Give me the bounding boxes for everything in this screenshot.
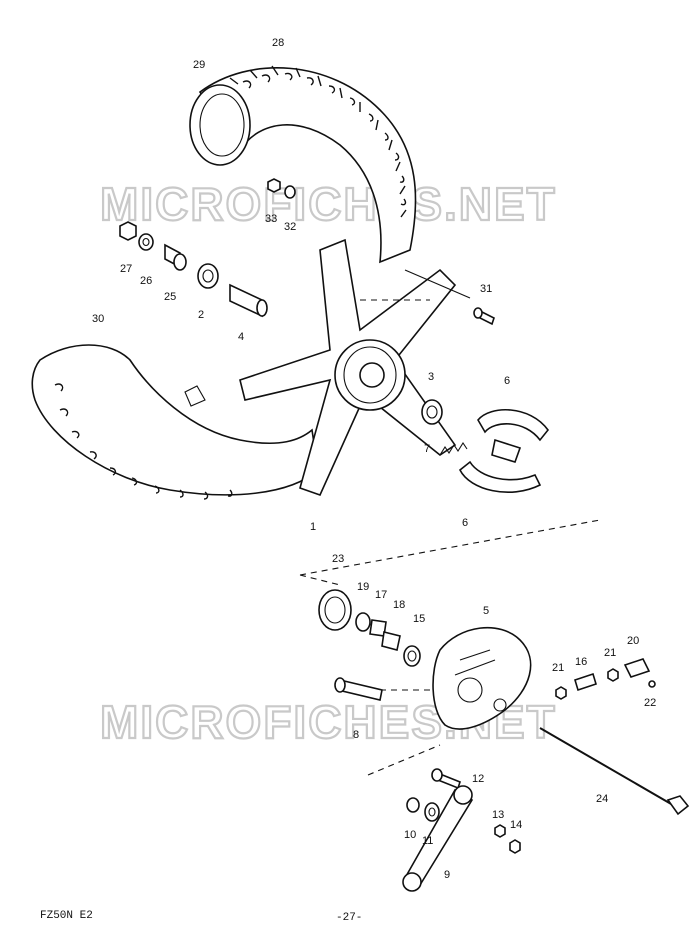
callout-3: 3 xyxy=(428,371,434,383)
callout-21a: 21 xyxy=(552,662,564,674)
inner-tube-29 xyxy=(189,84,251,166)
callout-12: 12 xyxy=(472,773,484,785)
callout-10: 10 xyxy=(404,829,416,841)
callout-29: 29 xyxy=(193,59,205,71)
oil-seal-23 xyxy=(318,589,352,631)
callout-30: 30 xyxy=(92,313,104,325)
tire-upper xyxy=(198,65,417,264)
part-18 xyxy=(381,631,401,651)
callout-11: 11 xyxy=(422,835,433,847)
callout-15: 15 xyxy=(413,613,425,625)
callout-2: 2 xyxy=(198,309,204,321)
callout-32: 32 xyxy=(284,221,296,233)
watermark-top: MICROFICHES.NET xyxy=(100,178,557,230)
callout-28: 28 xyxy=(272,37,284,49)
callout-5: 5 xyxy=(483,605,489,617)
callout-31: 31 xyxy=(480,283,492,295)
callout-18: 18 xyxy=(393,599,405,611)
callout-9: 9 xyxy=(444,869,450,881)
footer-page-number: -27- xyxy=(336,912,362,924)
nut-14 xyxy=(509,839,521,854)
brake-arm-9 xyxy=(402,785,474,892)
part-20 xyxy=(623,658,651,678)
callout-26: 26 xyxy=(140,275,152,287)
washer-11 xyxy=(424,802,440,822)
collar-25 xyxy=(164,243,187,271)
washer-32 xyxy=(284,185,296,199)
nut-21b xyxy=(607,668,619,682)
washer-15 xyxy=(403,645,421,667)
callout-labels: 28 29 33 32 27 26 25 2 4 31 30 3 6 7 6 1… xyxy=(92,37,656,881)
callout-7: 7 xyxy=(424,443,430,455)
callout-24: 24 xyxy=(596,793,608,805)
screw-22 xyxy=(648,680,656,688)
callout-6b: 6 xyxy=(462,517,468,529)
bearing-2 xyxy=(197,263,219,289)
bolt-31 xyxy=(473,307,495,326)
callout-23: 23 xyxy=(332,553,344,565)
nut-33 xyxy=(267,178,281,193)
ring-19 xyxy=(355,612,371,632)
spacer-4 xyxy=(229,283,268,318)
axle-24 xyxy=(539,727,690,816)
spring-7 xyxy=(439,441,468,456)
callout-33: 33 xyxy=(265,213,277,225)
nut-21a xyxy=(555,686,567,700)
cam-8 xyxy=(334,677,383,701)
bearing-3 xyxy=(421,399,443,425)
callout-1: 1 xyxy=(310,521,316,533)
callout-4: 4 xyxy=(238,331,244,343)
callout-14: 14 xyxy=(510,819,522,831)
brake-panel-5 xyxy=(432,626,532,730)
fitting-16 xyxy=(574,672,597,692)
callout-20: 20 xyxy=(627,635,639,647)
nut-27 xyxy=(119,221,137,241)
wheel-rim xyxy=(239,238,457,496)
washer-10 xyxy=(406,797,420,813)
callout-22: 22 xyxy=(644,697,656,709)
bolt-13 xyxy=(494,824,506,838)
footer-model-code: FZ50N E2 xyxy=(40,910,93,922)
bolt-12 xyxy=(431,768,461,790)
callout-21b: 21 xyxy=(604,647,616,659)
callout-16: 16 xyxy=(575,656,587,668)
callout-8: 8 xyxy=(353,729,359,741)
callout-6a: 6 xyxy=(504,375,510,387)
callout-27: 27 xyxy=(120,263,132,275)
washer-26 xyxy=(138,233,154,251)
callout-17: 17 xyxy=(375,589,387,601)
callout-19: 19 xyxy=(357,581,369,593)
brake-shoes-6 xyxy=(458,409,550,493)
callout-13: 13 xyxy=(492,809,504,821)
callout-25: 25 xyxy=(164,291,176,303)
